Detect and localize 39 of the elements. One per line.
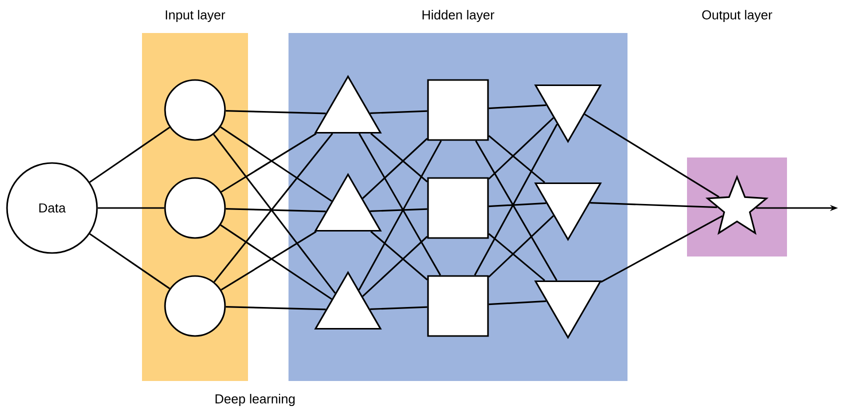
input-neuron bbox=[164, 275, 226, 337]
layer-heading: Output layer bbox=[702, 10, 772, 22]
connection-line bbox=[362, 236, 428, 297]
connection-line bbox=[370, 230, 428, 280]
connection-line bbox=[362, 138, 428, 199]
connection-line bbox=[488, 233, 546, 282]
input-neuron bbox=[164, 177, 226, 239]
node-label: Hidden layer bbox=[422, 10, 494, 22]
connection-line bbox=[488, 300, 546, 306]
connection-line bbox=[488, 117, 554, 180]
connection-line bbox=[226, 110, 326, 114]
hidden-neuron bbox=[427, 177, 489, 239]
connection-line bbox=[600, 215, 723, 283]
connection-line bbox=[89, 233, 170, 290]
connection-line bbox=[474, 124, 558, 276]
connection-line bbox=[488, 215, 554, 278]
node-label: Input layer bbox=[166, 10, 226, 22]
connection-line bbox=[590, 202, 718, 208]
caption-text: Deep learning bbox=[216, 394, 295, 406]
connection-line bbox=[370, 306, 428, 310]
hidden-neuron bbox=[427, 275, 489, 337]
connection-line bbox=[226, 208, 326, 212]
connection-line bbox=[488, 135, 546, 184]
connection-line bbox=[98, 207, 164, 209]
connection-line bbox=[370, 110, 428, 114]
connection-line bbox=[226, 306, 326, 310]
connection-line bbox=[488, 202, 546, 208]
connection-line bbox=[370, 208, 428, 212]
connection-line bbox=[475, 140, 558, 281]
connection-line bbox=[220, 132, 317, 193]
connection-line bbox=[220, 126, 332, 202]
input-neuron bbox=[164, 79, 226, 141]
connection-line bbox=[89, 126, 170, 183]
connection-line bbox=[488, 104, 546, 110]
connection-line bbox=[220, 224, 332, 300]
connection-line bbox=[370, 132, 428, 182]
hidden-neuron bbox=[427, 79, 489, 141]
connection-line bbox=[584, 114, 720, 198]
connection-line bbox=[220, 230, 317, 291]
